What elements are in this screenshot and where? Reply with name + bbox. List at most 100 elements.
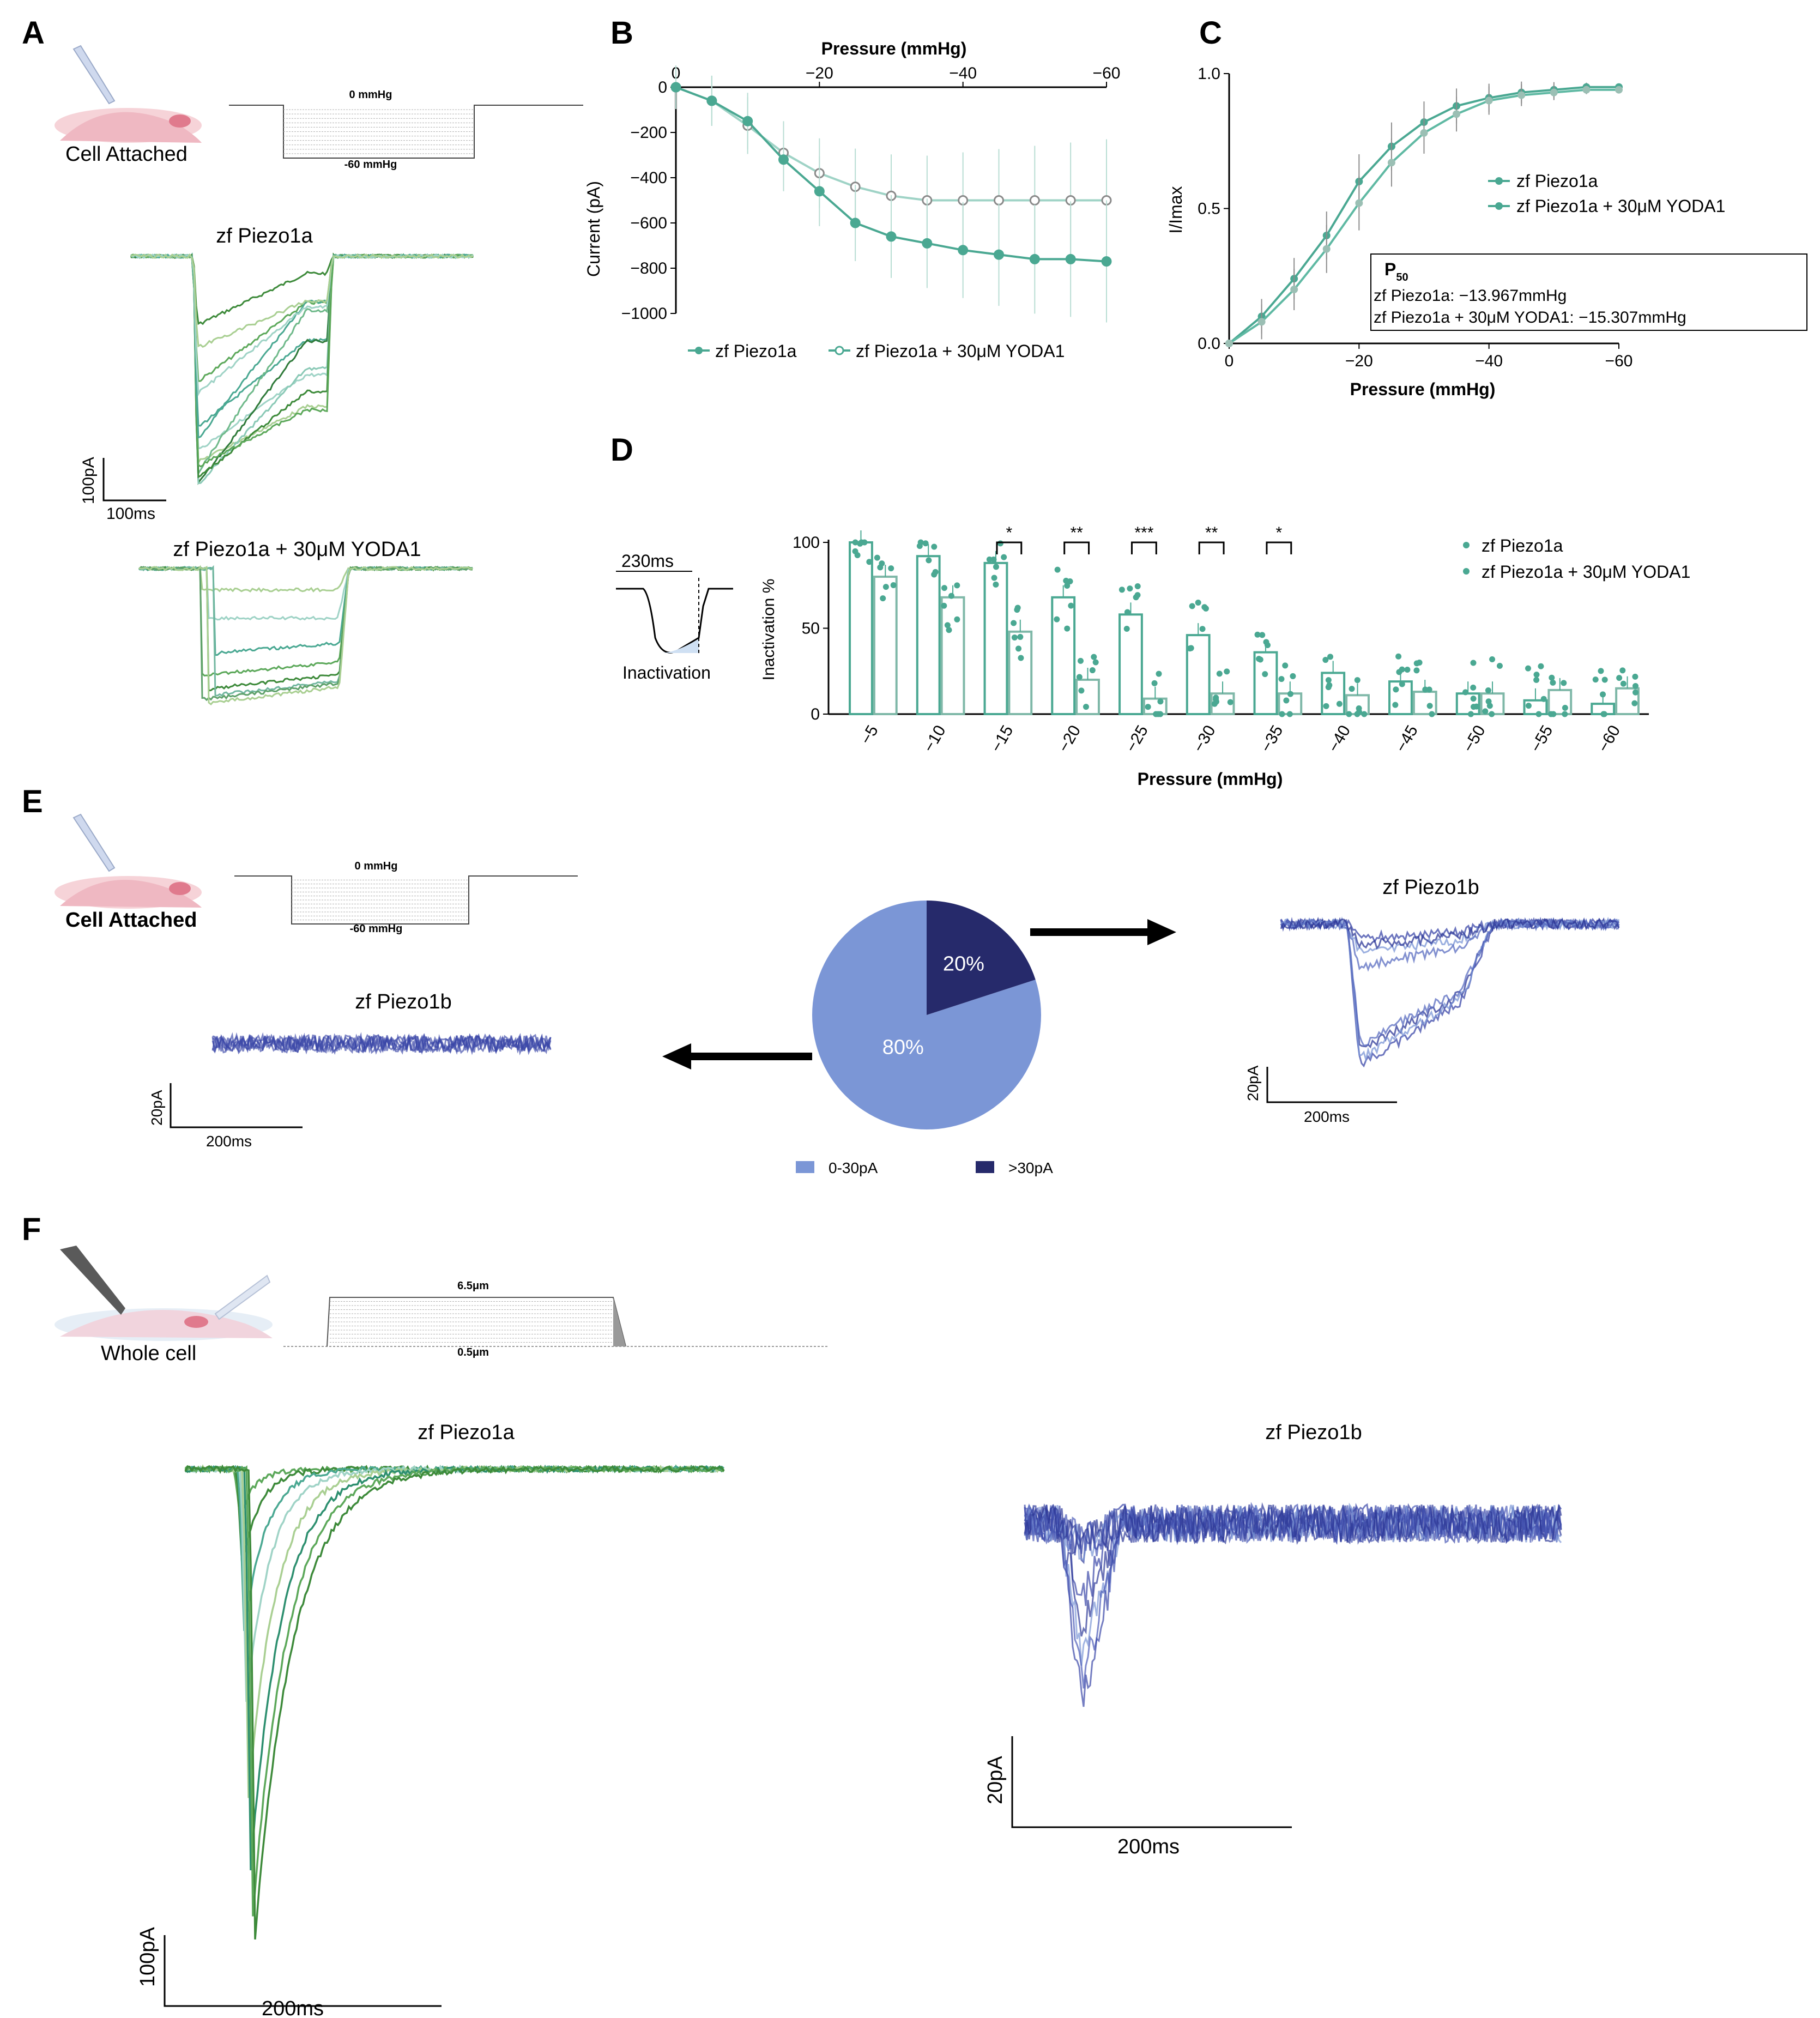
p50-line-2: zf Piezo1a + 30μM YODA1: −15.307mmHg <box>1374 309 1686 327</box>
chart-d-dot <box>1077 657 1084 664</box>
chart-d-dot <box>1118 587 1125 593</box>
chart-d-dot <box>1632 682 1639 689</box>
chart-d-bar <box>1008 630 1033 716</box>
chart-c-ytick-label: 0.0 <box>1198 335 1220 353</box>
chart-d-dot <box>1535 711 1542 717</box>
chart-d-ytick-label: 0 <box>811 705 820 723</box>
protocol-outline <box>234 875 578 925</box>
inset-time-label: 230ms <box>621 551 674 571</box>
chart-d-dot <box>926 557 932 564</box>
current-trace <box>1024 1503 1562 1551</box>
chart-c-ylabel: I/Imax <box>1166 186 1186 233</box>
chart-d-dot <box>1538 663 1544 669</box>
chart-d-dot <box>1083 704 1089 710</box>
current-trace <box>1024 1503 1562 1556</box>
pie-legend-item-1: 0-30pA <box>829 1159 878 1176</box>
pressure-protocol-e <box>234 875 578 925</box>
chart-d-dot <box>880 595 886 602</box>
chart-d-dot <box>1399 681 1405 687</box>
legend-b-item-1: zf Piezo1a <box>715 341 797 361</box>
chart-d-dot <box>1157 698 1164 705</box>
current-trace <box>138 566 473 677</box>
chart-b-point <box>670 82 681 93</box>
chart-d-dot <box>861 539 868 546</box>
chart-d-dot <box>1124 609 1130 615</box>
current-trace <box>1024 1502 1562 1557</box>
protocol-top-label: 0 mmHg <box>349 89 392 101</box>
p50-title-sub: 50 <box>1396 271 1408 283</box>
chart-c-legend: zf Piezo1a zf Piezo1a + 30μM YODA1 <box>1488 171 1725 216</box>
chart-d-bar <box>916 555 941 715</box>
current-trace <box>130 253 474 485</box>
protocol-ramp-shade <box>613 1297 626 1346</box>
chart-d-dot <box>1213 694 1219 701</box>
current-trace <box>184 1465 724 1917</box>
chart-b-ytick-label: −400 <box>630 169 667 187</box>
chart-d-dot <box>1486 703 1493 709</box>
chart-d-dot <box>1349 686 1355 692</box>
chart-d-dot <box>1123 626 1130 632</box>
chart-d-dot <box>1525 703 1532 709</box>
panel-e: E Cell Attached 0 mmHg -60 mmHg zf Piezo… <box>22 784 1620 1176</box>
chart-b-point <box>778 154 789 165</box>
chart-d-category-label: −20 <box>1055 722 1084 756</box>
chart-d-dot <box>1336 700 1343 707</box>
legend-c-item-1: zf Piezo1a <box>1516 171 1598 191</box>
chart-d-dot <box>1354 677 1361 684</box>
chart-d-dot <box>1068 602 1074 609</box>
chart-d-dot <box>1562 704 1568 711</box>
p50-line-1: zf Piezo1a: −13.967mmHg <box>1374 287 1567 305</box>
chart-c-xtick-label: 0 <box>1225 352 1234 370</box>
current-trace <box>1280 917 1619 1047</box>
trace-title-f-piezo1a: zf Piezo1a <box>418 1421 515 1444</box>
scale-bar-e-left-y: 20pA <box>148 1090 165 1126</box>
chart-d-dot <box>1279 711 1285 717</box>
chart-d-significance-label: * <box>1006 524 1013 542</box>
chart-d-dot <box>1156 670 1162 677</box>
chart-d-dot <box>1395 653 1402 660</box>
chart-d-dot <box>1018 655 1024 661</box>
pie-chart: 80%20% <box>812 901 1041 1129</box>
chart-d-dot <box>1533 672 1540 678</box>
chart-b-point <box>706 95 717 106</box>
chart-d-bar <box>1547 688 1573 716</box>
current-trace <box>130 252 474 427</box>
chart-d-dot <box>1064 582 1071 589</box>
chart-d-dot <box>1011 620 1017 626</box>
chart-d-dot <box>1413 667 1420 674</box>
chart-d-dot <box>1598 668 1604 674</box>
chart-d-dot <box>986 556 993 563</box>
chart-d-dot <box>946 627 952 633</box>
chart-d-dot <box>1187 645 1193 652</box>
chart-d-dot <box>1470 696 1477 702</box>
current-trace <box>138 565 473 702</box>
chart-d-significance-bracket <box>996 541 1023 554</box>
chart-d-dot <box>1011 634 1018 641</box>
scale-bar-a-y: 100pA <box>80 457 98 504</box>
pie-legend: 0-30pA >30pA <box>796 1159 1053 1176</box>
scale-bar-e-left: 20pA 200ms <box>148 1083 303 1150</box>
chart-d-dot <box>931 571 938 578</box>
chart-d-dot <box>944 622 951 629</box>
current-trace <box>138 565 473 697</box>
current-trace <box>184 1464 725 1940</box>
chart-d-dot <box>1354 711 1361 717</box>
chart-c-ytick-label: 1.0 <box>1198 65 1220 83</box>
protocol-outline <box>229 105 583 159</box>
panel-a: A Cell Attached 0 mmHg -60 mmHg zf Piezo… <box>22 15 583 706</box>
chart-d-dot <box>1631 700 1638 706</box>
current-trace <box>130 253 474 468</box>
chart-d-ytick-label: 100 <box>793 534 820 552</box>
current-trace <box>130 253 474 325</box>
current-trace <box>1280 916 1620 1068</box>
chart-d-dot <box>1632 689 1639 696</box>
chart-b-point <box>1029 253 1040 264</box>
chart-d-dot <box>1470 660 1477 666</box>
chart-b-legend: zf Piezo1a zf Piezo1a + 30μM YODA1 <box>688 341 1065 361</box>
chart-d-dot <box>1482 708 1489 715</box>
piezo1b-whole-cell-traces <box>1024 1502 1562 1707</box>
pie-legend-item-2: >30pA <box>1008 1159 1053 1176</box>
chart-c-point <box>1322 245 1331 253</box>
chart-d-category-label: −35 <box>1257 722 1286 756</box>
chart-d-dot <box>1416 659 1423 666</box>
